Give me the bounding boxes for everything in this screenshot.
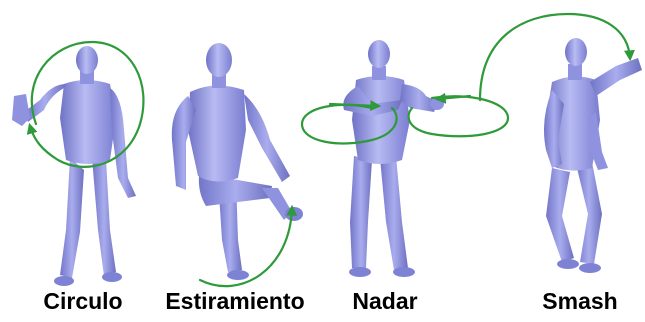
- arrow-smash: [478, 12, 635, 102]
- figure-estiramiento: [171, 43, 303, 280]
- arrow-nadar-left-head: [328, 100, 382, 112]
- arrow-nadar-left: [300, 103, 398, 145]
- arrow-circulo: [26, 40, 145, 168]
- caption-circulo: Circulo: [43, 288, 123, 314]
- figure-circulo: [12, 46, 136, 286]
- arrow-nadar-right: [407, 95, 510, 138]
- caption-estiramiento: Estiramiento: [165, 288, 305, 314]
- figure-smash: [544, 38, 642, 273]
- arrow-nadar-right-head: [434, 92, 472, 104]
- caption-nadar: Nadar: [352, 288, 418, 314]
- motion-arrows: [26, 12, 635, 288]
- arrow-estiramiento: [198, 204, 298, 288]
- caption-smash: Smash: [542, 288, 618, 314]
- figure-nadar: [343, 40, 444, 277]
